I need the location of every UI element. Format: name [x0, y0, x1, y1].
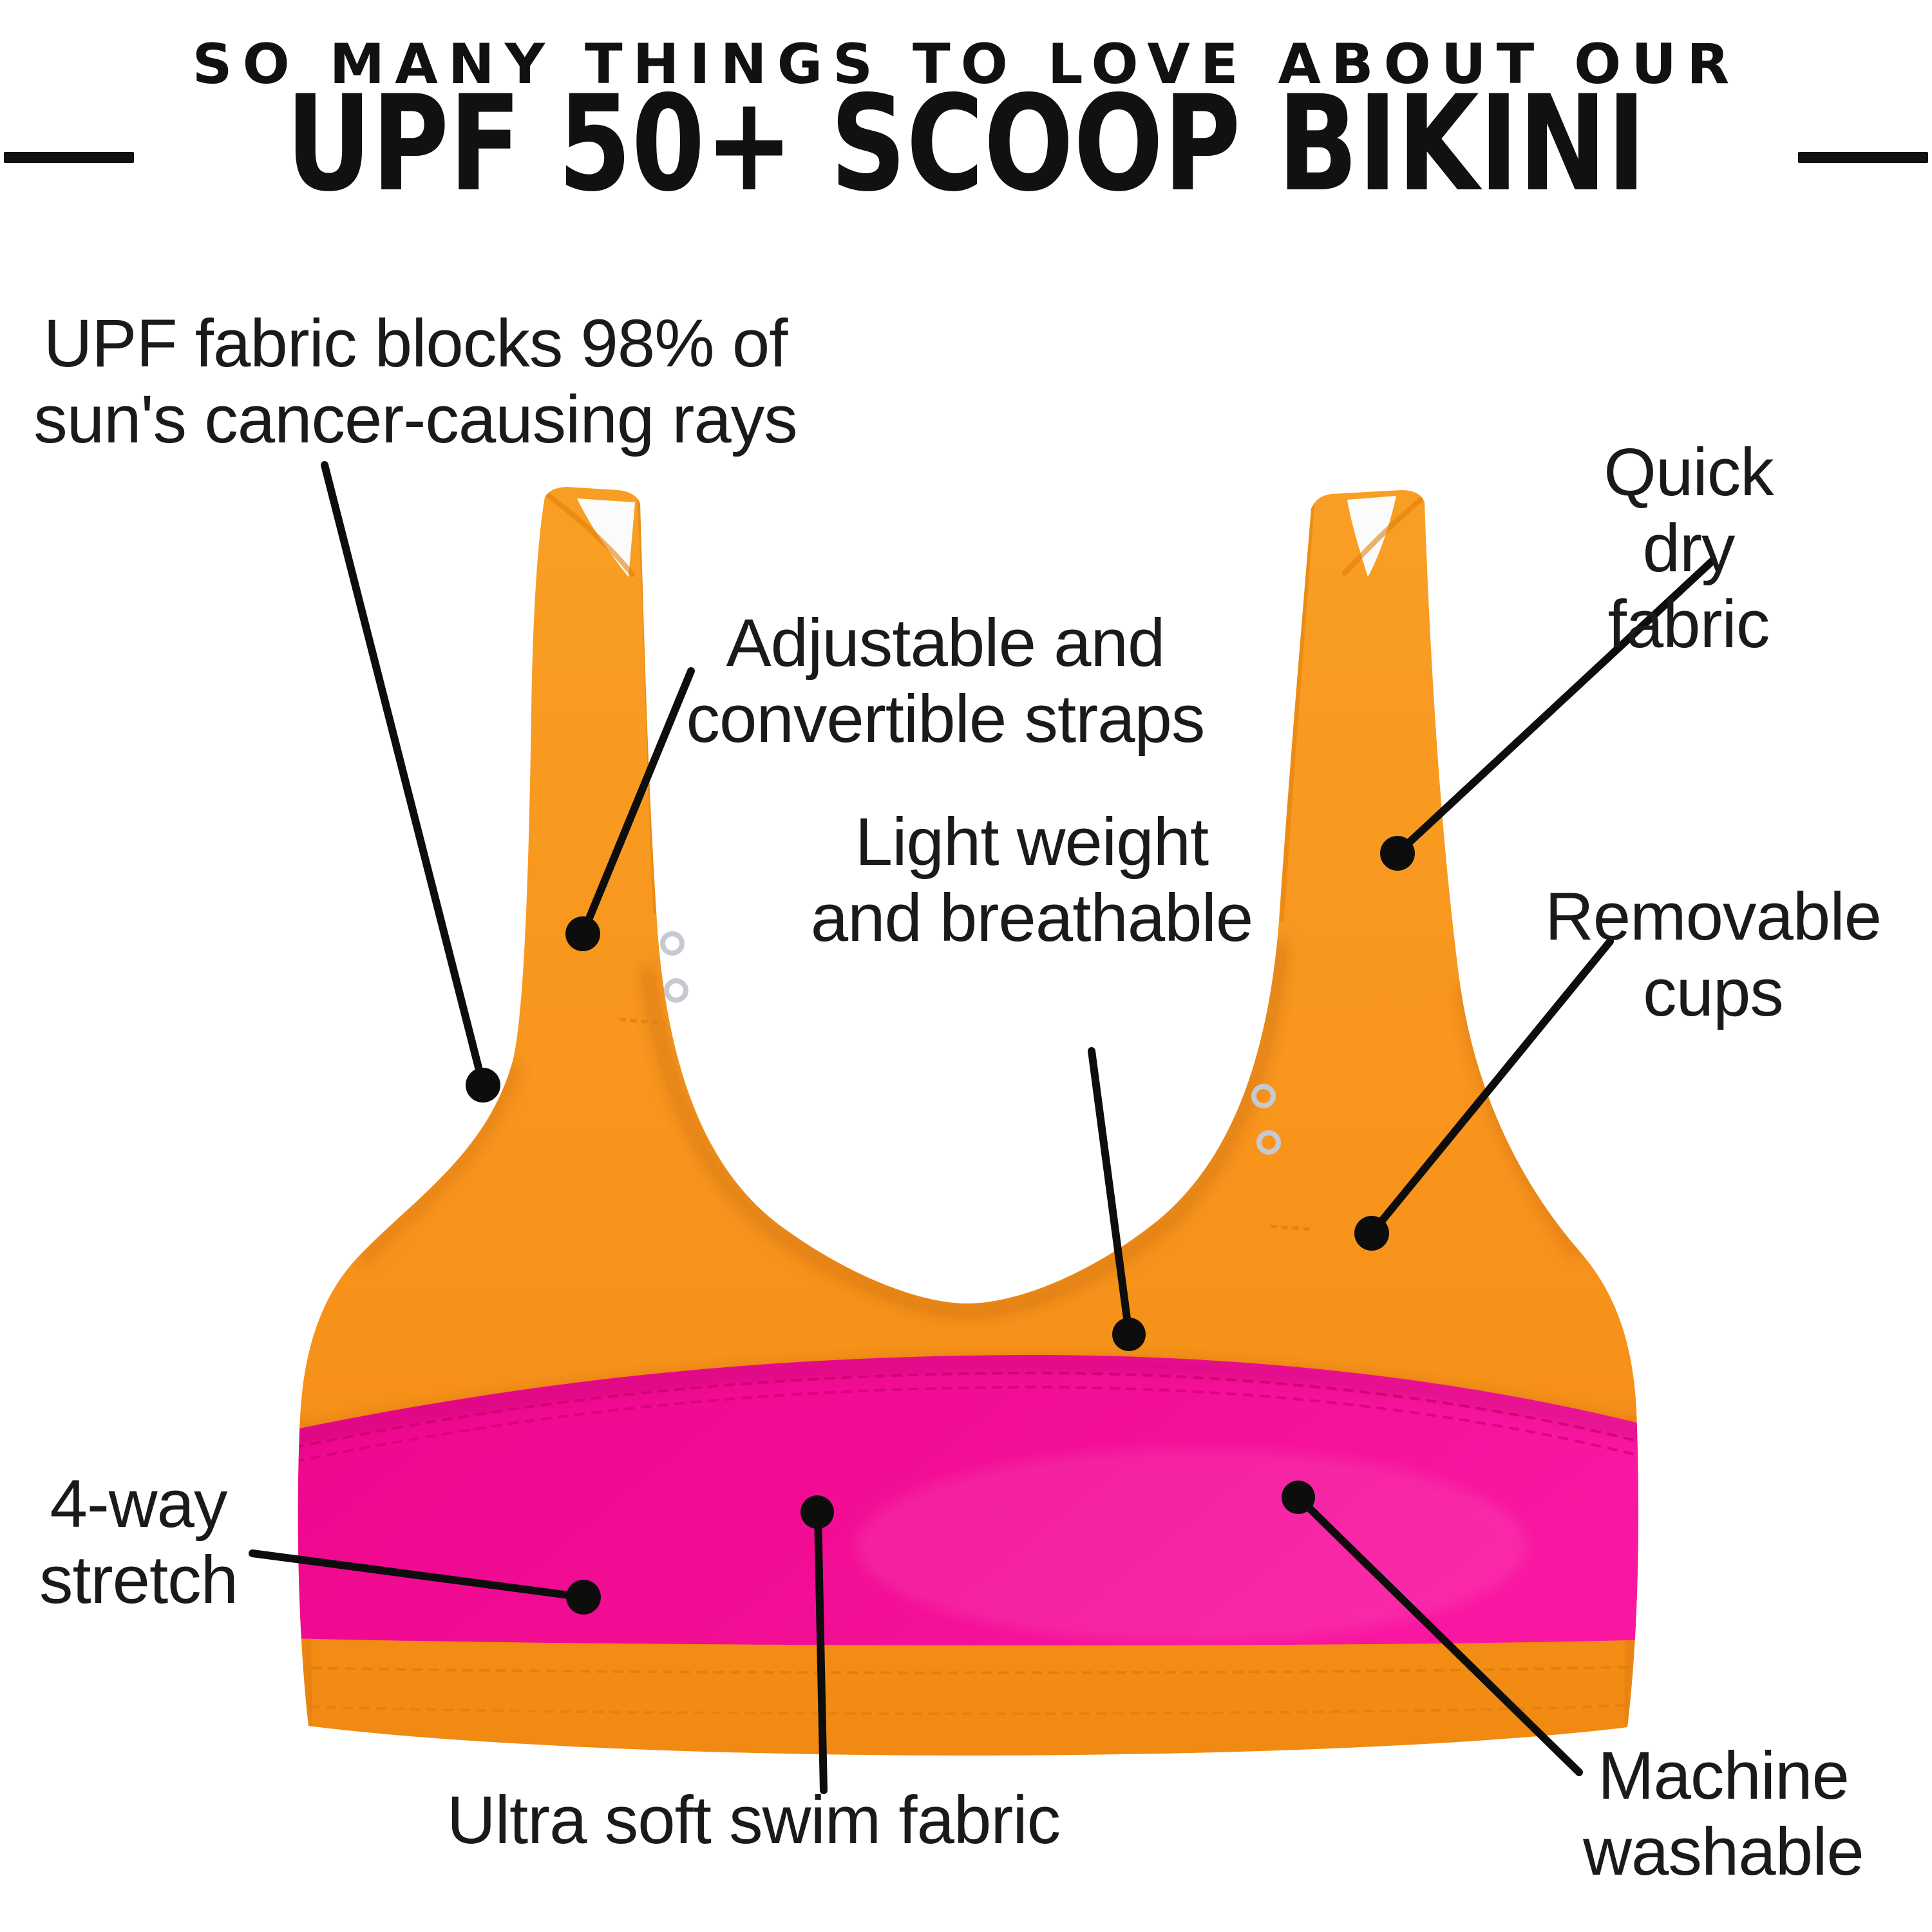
right-strap-fold-crease	[1342, 497, 1423, 576]
callout-ultra-soft-label: Ultra soft swim fabric	[446, 1783, 1061, 1858]
left-strap-join-stitch	[619, 1018, 665, 1025]
band-seam-shadow	[298, 1356, 1639, 1454]
callout-machine-label: Machine washable	[1583, 1738, 1864, 1889]
page-title: UPF 50+ SCOOP BIKINI	[116, 79, 1816, 211]
callout-light-weight-label: Light weight and breathable	[810, 804, 1254, 956]
left-strap-ring-top	[660, 931, 685, 956]
pink-band-sheen	[857, 1449, 1526, 1642]
kicker: SO MANY THINGS TO LOVE ABOUT OUR	[192, 32, 1740, 97]
band-top-stitch-1	[298, 1371, 1639, 1459]
callout-removable-label: Removable cups	[1544, 879, 1882, 1030]
callout-dot-removable	[1354, 1216, 1389, 1251]
leader-line-removable	[1368, 938, 1614, 1237]
callout-dot-quick-dry	[1380, 836, 1415, 871]
callout-dot-ultra-soft	[800, 1495, 834, 1529]
leader-line-light-weight	[1088, 1047, 1133, 1337]
callout-four-way-label: 4-way stretch	[39, 1466, 238, 1618]
callout-dot-light-weight	[1112, 1318, 1146, 1351]
band-top-stitch-2	[298, 1385, 1639, 1473]
callout-upf-label: UPF fabric blocks 98% of sun's cancer-ca…	[33, 306, 798, 457]
left-strap-ring-bottom	[664, 978, 688, 1003]
title-dash-left	[4, 152, 134, 163]
hem-edge-stitch	[308, 1704, 1628, 1715]
leader-line-ultra-soft	[814, 1511, 828, 1794]
right-strap-join-stitch	[1270, 1224, 1316, 1231]
hem-stitch	[298, 1664, 1639, 1674]
scoop-shadow	[639, 939, 1290, 1320]
leader-line-adjustable	[579, 667, 695, 938]
leader-line-machine	[1294, 1493, 1583, 1776]
callout-dot-four-way	[566, 1580, 601, 1615]
title-dash-right	[1798, 152, 1928, 163]
left-strap-fold-crease	[546, 493, 635, 577]
leader-line-quick-dry	[1394, 556, 1717, 857]
right-strap-inner-shade	[1279, 500, 1315, 922]
leader-line-four-way	[249, 1549, 587, 1601]
callout-dot-machine	[1282, 1481, 1315, 1514]
right-strap-ring-bottom	[1256, 1130, 1281, 1155]
callout-quick-dry-label: Quick dry fabric	[1604, 435, 1774, 662]
left-underarm-shadow	[355, 1061, 522, 1267]
callout-dot-upf	[466, 1068, 500, 1103]
page-title-text: UPF 50+ SCOOP BIKINI	[285, 68, 1647, 221]
callout-adjustable-label: Adjustable and convertible straps	[686, 605, 1206, 757]
callout-dot-adjustable	[565, 916, 600, 951]
right-strap-lining	[1347, 496, 1396, 577]
leader-line-upf	[321, 461, 487, 1089]
right-strap-ring-top	[1251, 1084, 1276, 1108]
